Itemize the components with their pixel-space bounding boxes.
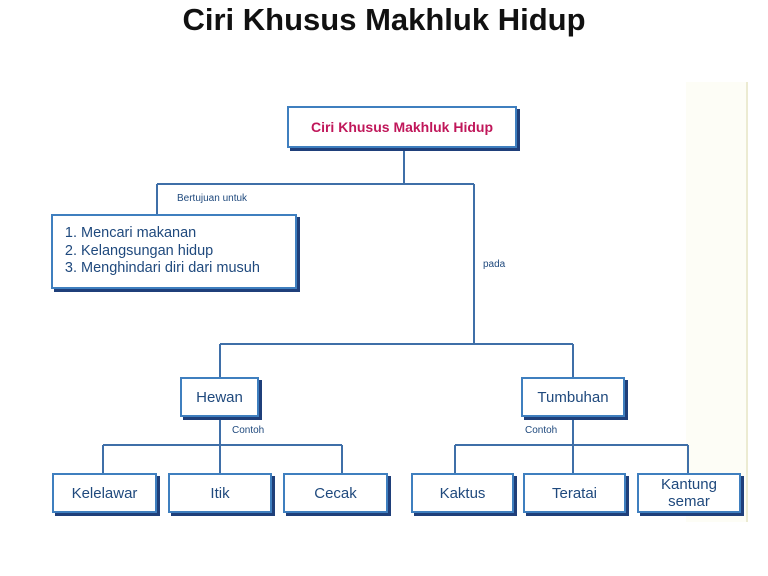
purpose-list: Mencari makanan Kelangsungan hidup Mengh… bbox=[61, 225, 295, 278]
example-label: Itik bbox=[210, 484, 230, 502]
root-node-label: Ciri Khusus Makhluk Hidup bbox=[310, 118, 493, 135]
example-node-kelelawar: Kelelawar bbox=[52, 473, 157, 513]
purpose-item: Mencari makanan bbox=[81, 225, 295, 243]
purpose-item: Kelangsungan hidup bbox=[81, 243, 295, 261]
label-purpose: Bertujuan untuk bbox=[177, 193, 248, 204]
example-label: Teratai bbox=[551, 484, 598, 502]
example-label: Kelelawar bbox=[71, 484, 138, 502]
example-node-itik: Itik bbox=[168, 473, 272, 513]
example-label: Kaktus bbox=[439, 484, 486, 502]
label-pada: pada bbox=[483, 259, 506, 270]
hewan-node: Hewan bbox=[180, 377, 259, 417]
panel-edge-line bbox=[746, 82, 748, 522]
example-node-kantung-semar: Kantung semar bbox=[637, 473, 741, 513]
root-node: Ciri Khusus Makhluk Hidup bbox=[287, 106, 517, 148]
example-node-teratai: Teratai bbox=[523, 473, 626, 513]
example-node-cecak: Cecak bbox=[283, 473, 388, 513]
background-panel bbox=[686, 82, 746, 522]
purpose-list-node: Mencari makanan Kelangsungan hidup Mengh… bbox=[51, 214, 297, 289]
example-node-kaktus: Kaktus bbox=[411, 473, 514, 513]
purpose-item: Menghindari diri dari musuh bbox=[81, 260, 295, 278]
example-label: Kantung semar bbox=[661, 476, 717, 510]
label-contoh-tumbuhan: Contoh bbox=[525, 425, 558, 436]
tumbuhan-label: Tumbuhan bbox=[537, 388, 609, 406]
tumbuhan-node: Tumbuhan bbox=[521, 377, 625, 417]
label-contoh-hewan: Contoh bbox=[232, 425, 265, 436]
example-label: Cecak bbox=[314, 484, 357, 502]
page-title: Ciri Khusus Makhluk Hidup bbox=[182, 2, 586, 37]
hewan-label: Hewan bbox=[196, 388, 243, 406]
